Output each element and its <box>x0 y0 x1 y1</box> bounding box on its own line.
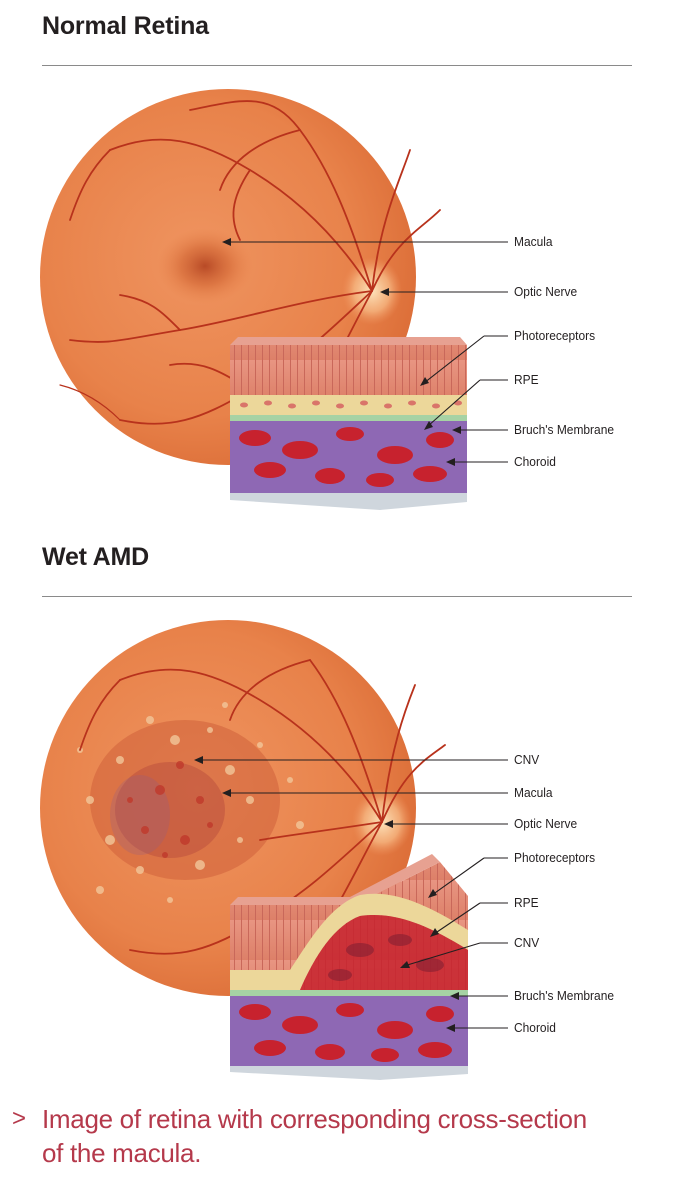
arrowheads <box>222 238 461 466</box>
label-photoreceptors: Photoreceptors <box>514 328 596 343</box>
label-rpe: RPE <box>514 372 539 387</box>
normal-retina-diagram: Macula Optic Nerve Photoreceptors RPE Br… <box>0 0 680 540</box>
label-bruchs-membrane: Bruch's Membrane <box>514 988 615 1003</box>
cross-section-block <box>230 337 467 510</box>
bruchs-membrane-layer <box>230 415 467 421</box>
label-photoreceptors: Photoreceptors <box>514 850 596 865</box>
label-macula: Macula <box>514 234 553 249</box>
caption-text: Image of retina with corresponding cross… <box>42 1104 587 1168</box>
label-macula: Macula <box>514 785 553 800</box>
wet-amd-illustration <box>40 620 508 1080</box>
caption-marker-icon: > <box>12 1105 27 1132</box>
wet-amd-diagram: CNV Macula Optic Nerve Photoreceptors RP… <box>0 600 680 1090</box>
panel-title-wet-amd: Wet AMD <box>42 543 149 571</box>
label-choroid: Choroid <box>514 1020 556 1035</box>
leader-lines <box>226 241 508 463</box>
label-optic-nerve: Optic Nerve <box>514 284 578 299</box>
rpe-layer <box>230 395 467 415</box>
title-divider-normal <box>42 65 632 66</box>
macula-spot <box>157 228 253 304</box>
leader-lines <box>198 759 508 1029</box>
bruchs-membrane-layer <box>230 990 468 996</box>
label-cnv: CNV <box>514 752 540 767</box>
rpe-layer <box>230 893 468 990</box>
title-divider-wet-amd <box>42 596 632 597</box>
photoreceptor-layer <box>230 345 467 395</box>
normal-retina-illustration <box>40 89 508 510</box>
cross-section-block <box>230 854 468 1080</box>
label-rpe: RPE <box>514 895 539 910</box>
panel-title-normal: Normal Retina <box>42 12 209 40</box>
label-choroid: Choroid <box>514 454 556 469</box>
label-optic-nerve: Optic Nerve <box>514 816 578 831</box>
label-cnv-section: CNV <box>514 935 540 950</box>
label-bruchs-membrane: Bruch's Membrane <box>514 422 615 437</box>
arrowheads <box>194 756 459 1032</box>
